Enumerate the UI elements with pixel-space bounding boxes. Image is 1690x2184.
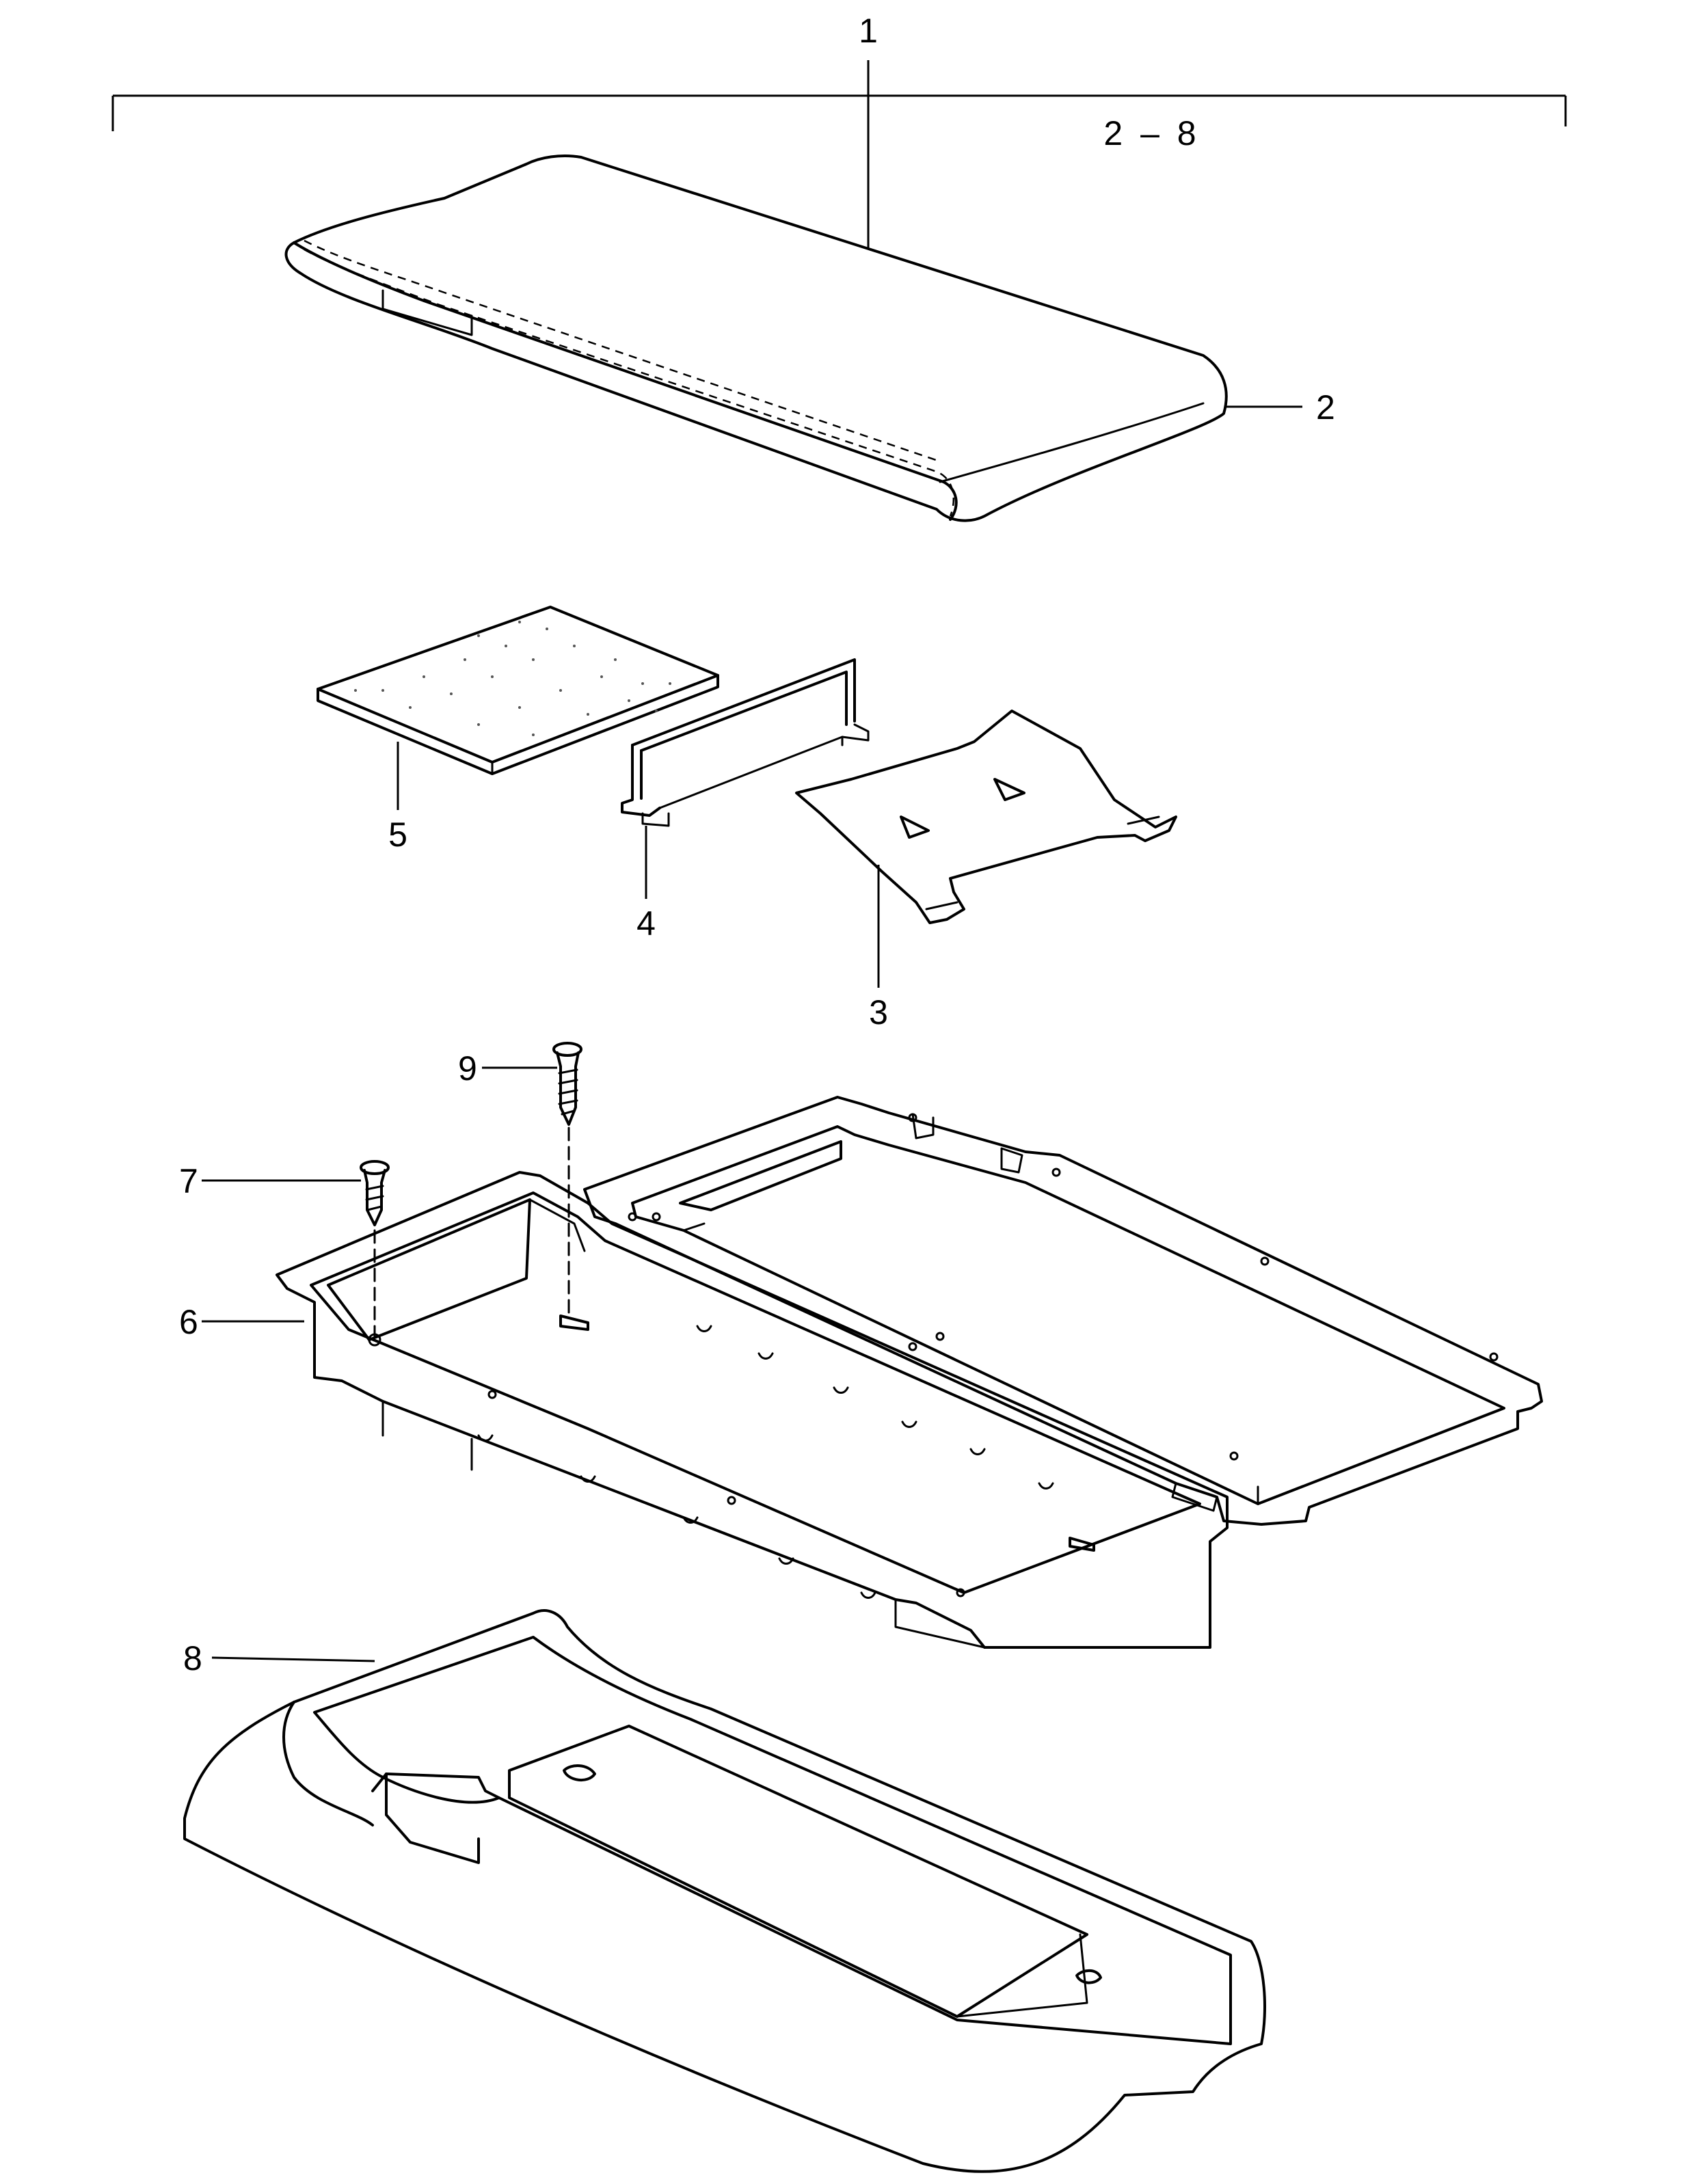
callout-6: 6 [179, 1303, 198, 1341]
callout-8: 8 [183, 1639, 202, 1677]
hinge-strip-part [621, 658, 870, 827]
callout-range-2-8: 2 – 8 [1103, 114, 1200, 152]
foam-pad-part [317, 606, 719, 775]
console-part [183, 1609, 1266, 2173]
tray-part [276, 1096, 1543, 1649]
armrest-pad-part [284, 154, 1228, 522]
screw-7-part [360, 1160, 390, 1338]
callout-9: 9 [458, 1049, 477, 1088]
callout-2: 2 [1316, 388, 1335, 427]
callout-7: 7 [179, 1162, 198, 1200]
screw-9-part [552, 1042, 582, 1321]
callout-5: 5 [388, 815, 407, 854]
callout-1: 1 [859, 12, 878, 50]
foam-texture [354, 621, 671, 736]
callout-4: 4 [636, 904, 656, 943]
callout-3: 3 [869, 993, 888, 1032]
bracket-part [795, 710, 1177, 924]
assembly-bracket: 1 2 – 8 [111, 12, 1567, 247]
